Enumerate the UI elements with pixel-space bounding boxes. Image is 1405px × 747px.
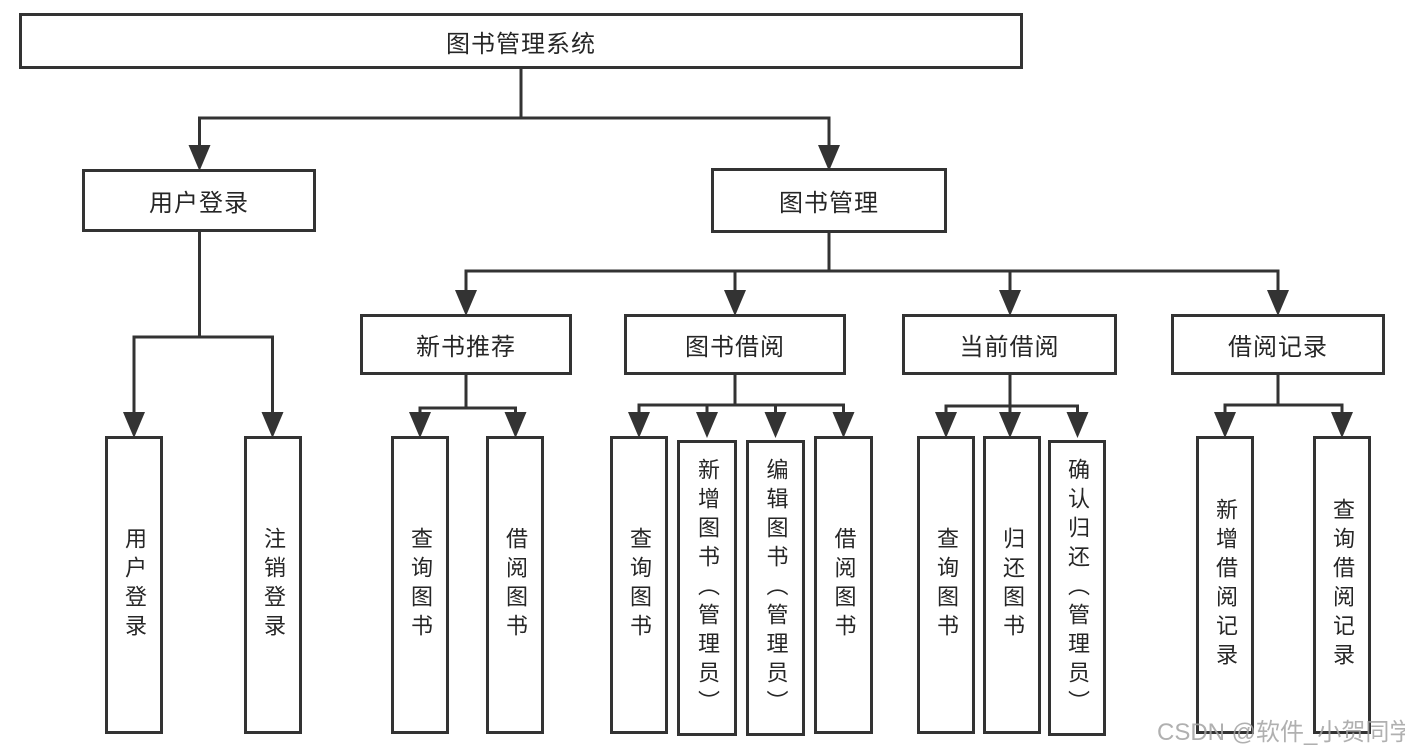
arrowhead (1267, 290, 1289, 316)
leaf-query-books-current: 查询图书 (917, 436, 975, 734)
connector-records-to-leaves (1223, 375, 1344, 416)
arrowhead (935, 412, 957, 438)
connector-borrow-to-leaves (637, 375, 845, 416)
leaf-query-borrow-record: 查询借阅记录 (1313, 436, 1371, 734)
arrowhead (832, 412, 855, 438)
leaf-user-login: 用户登录 (105, 436, 163, 734)
connector-recommend-to-leaves (418, 375, 517, 416)
arrowhead (1331, 412, 1353, 438)
node-new-book-recommend: 新书推荐 (360, 314, 572, 375)
connector-root-to-level2 (198, 69, 831, 150)
connector-mgmt-to-level3 (464, 233, 1280, 294)
leaf-edit-books-admin: 编辑图书（管理员） (746, 440, 805, 736)
node-current-borrow: 当前借阅 (902, 314, 1117, 375)
arrowhead (999, 412, 1021, 438)
arrowhead (455, 290, 477, 316)
arrowhead (504, 412, 527, 438)
leaf-query-books-recommend: 查询图书 (391, 436, 449, 734)
watermark-text: CSDN @软件_小贺同学 (1157, 719, 1405, 746)
arrowhead (123, 412, 145, 438)
arrowhead (409, 412, 431, 438)
arrowhead (261, 412, 284, 438)
leaf-borrow-books: 借阅图书 (814, 436, 873, 734)
leaf-query-books-borrow: 查询图书 (610, 436, 668, 734)
arrowhead (764, 412, 787, 438)
arrowhead (1066, 412, 1089, 438)
arrowhead (188, 145, 211, 171)
node-book-borrow: 图书借阅 (624, 314, 846, 375)
leaf-confirm-return-admin: 确认归还（管理员） (1048, 440, 1106, 736)
node-root: 图书管理系统 (19, 13, 1023, 69)
connector-login-to-leaves (132, 232, 274, 416)
node-borrow-records: 借阅记录 (1171, 314, 1385, 375)
arrowhead (628, 412, 650, 438)
leaf-return-books: 归还图书 (983, 436, 1041, 734)
arrowhead (1214, 412, 1236, 438)
node-book-management: 图书管理 (711, 168, 947, 233)
arrowhead (999, 290, 1021, 316)
arrowhead (724, 290, 746, 316)
leaf-logout: 注销登录 (244, 436, 302, 734)
leaf-borrow-books-recommend: 借阅图书 (486, 436, 544, 734)
arrowhead (696, 412, 718, 438)
node-user-login: 用户登录 (82, 169, 316, 232)
connector-current-to-leaves (944, 375, 1079, 416)
leaf-add-borrow-record: 新增借阅记录 (1196, 436, 1254, 734)
leaf-add-books-admin: 新增图书（管理员） (677, 440, 737, 736)
